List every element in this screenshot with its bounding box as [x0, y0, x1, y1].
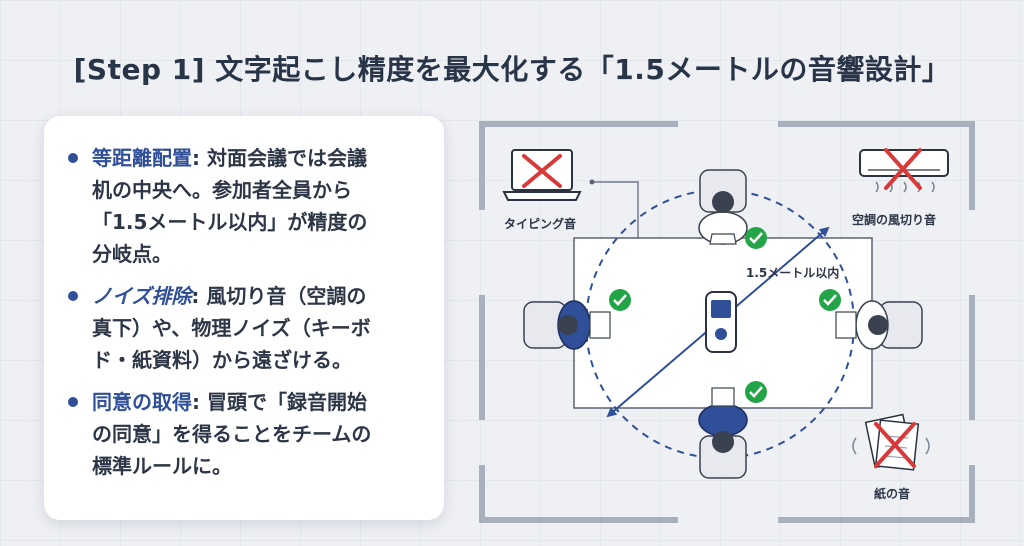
check-icon — [819, 289, 841, 311]
bullet-text-line: 風切り音（空調の — [206, 284, 367, 308]
bullet-noise-removal: ノイズ排除: 風切り音（空調の 真下）や、物理ノイズ（キーボ ド・紙資料）から遠… — [66, 280, 436, 376]
check-icon — [745, 381, 767, 403]
laptop-connector-line — [592, 181, 639, 238]
bullet-text-line: ド・紙資料）から遠ざける。 — [92, 348, 352, 372]
cross-icon — [522, 154, 562, 188]
participant-top — [698, 169, 748, 245]
participant-left — [523, 300, 611, 350]
bullet-text-line: 「1.5メートル以内」が精度の — [92, 210, 368, 234]
bullet-text-line: 標準ルールに。 — [92, 454, 232, 478]
room-svg: 1.5メートル以内 — [479, 121, 975, 523]
page-title: [Step 1] 文字起こし精度を最大化する「1.5メートルの音響設計」 — [73, 53, 951, 86]
cross-icon — [884, 148, 922, 190]
bullet-text-line: 対面会議では会議 — [206, 146, 367, 170]
participant-bottom — [698, 387, 748, 479]
bullet-text-line: 机の中央へ。参加者全員から — [92, 178, 352, 202]
connector-dot — [589, 179, 595, 185]
room-diagram: 1.5メートル以内 — [478, 120, 978, 525]
ac-noise-label: 空調の風切り音 — [852, 212, 936, 227]
cross-icon — [874, 422, 916, 468]
bullet-equal-distance: 等距離配置: 対面会議では会議 机の中央へ。参加者全員から 「1.5メートル以内… — [66, 142, 436, 270]
paper-noise-label: 紙の音 — [874, 486, 910, 501]
bullet-dot — [68, 291, 78, 301]
distance-label: 1.5メートル以内 — [746, 265, 839, 280]
bullet-text-line: 冒頭で「録音開始 — [206, 390, 367, 414]
typing-noise-label: タイピング音 — [504, 216, 576, 231]
voice-recorder-icon — [705, 291, 737, 353]
info-card: 等距離配置: 対面会議では会議 机の中央へ。参加者全員から 「1.5メートル以内… — [44, 116, 444, 520]
bullet-text-line: 分岐点。 — [92, 242, 172, 266]
bullet-list: 等距離配置: 対面会議では会議 机の中央へ。参加者全員から 「1.5メートル以内… — [66, 142, 436, 492]
bullet-consent: 同意の取得: 冒頭で「録音開始 の同意」を得ることをチームの 標準ルールに。 — [66, 386, 436, 482]
bullet-dot — [68, 153, 78, 163]
air-conditioner-icon — [859, 149, 949, 193]
participant-right — [835, 300, 923, 350]
bullet-key: 同意の取得 — [92, 390, 192, 414]
bullet-text-line: の同意」を得ることをチームの — [92, 422, 372, 446]
room-walls — [479, 121, 975, 523]
bullet-key: 等距離配置 — [92, 146, 192, 170]
check-icon — [609, 289, 631, 311]
bullet-dot — [68, 397, 78, 407]
laptop-icon — [502, 149, 582, 201]
check-icon — [745, 227, 767, 249]
bullet-text-line: 真下）や、物理ノイズ（キーボ — [92, 316, 371, 340]
bullet-key: ノイズ排除 — [92, 284, 192, 308]
